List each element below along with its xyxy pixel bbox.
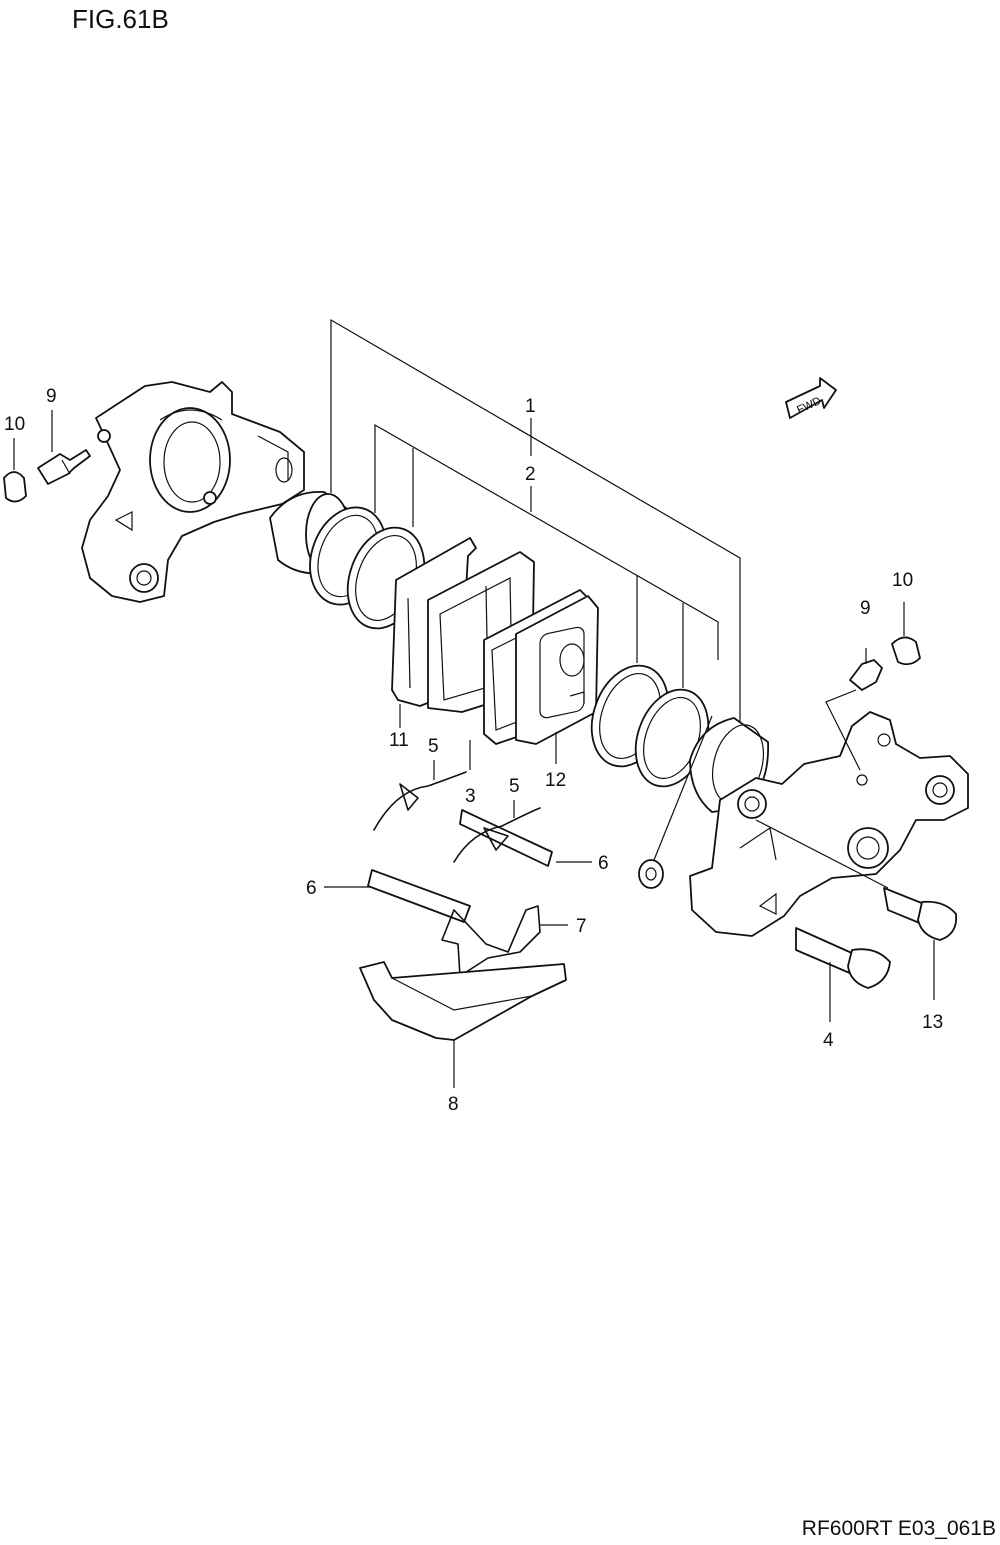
callout-4: 4 (823, 1030, 834, 1051)
callout-11: 11 (389, 730, 409, 751)
callout-8: 8 (448, 1094, 459, 1115)
callout-6-right: 6 (598, 853, 609, 874)
bleeder-cap-right (891, 602, 921, 666)
fwd-direction-arrow: FWD (785, 377, 837, 419)
pad-pin-upper (459, 809, 592, 867)
callout-1: 1 (525, 396, 536, 417)
assembly-bracket-1 (330, 318, 741, 722)
callout-6-left: 6 (306, 878, 317, 899)
mounting-bolt-4 (795, 927, 891, 1022)
callout-13: 13 (922, 1012, 943, 1033)
assembly-bracket-2 (374, 423, 719, 688)
bleeder-valve-left (37, 449, 91, 485)
callout-3: 3 (465, 786, 476, 807)
callout-9-right: 9 (860, 598, 871, 619)
caliper-body-left (81, 381, 305, 603)
callout-2: 2 (525, 464, 536, 485)
figure-title: FIG.61B (72, 4, 169, 34)
callout-12: 12 (545, 770, 566, 791)
pad-spring-right (453, 800, 541, 863)
callout-5-right: 5 (509, 776, 520, 797)
pad-spring-7 (441, 905, 568, 977)
pad-pin-lower (324, 869, 471, 923)
pad-cover-8 (359, 961, 567, 1088)
callout-7: 7 (576, 916, 587, 937)
pad-spring-left (373, 760, 467, 831)
callout-5-left: 5 (428, 736, 439, 757)
bleeder-valve-right (825, 648, 883, 771)
callout-9-left: 9 (46, 386, 57, 407)
callout-10-left: 10 (4, 414, 25, 435)
bleeder-cap-left (3, 471, 27, 503)
sealing-washer (638, 715, 713, 889)
figure-code: RF600RT E03_061B (801, 1517, 996, 1540)
caliper-body-right (689, 711, 969, 937)
mounting-bolt-13 (755, 819, 958, 1000)
callout-10-right: 10 (892, 570, 913, 591)
